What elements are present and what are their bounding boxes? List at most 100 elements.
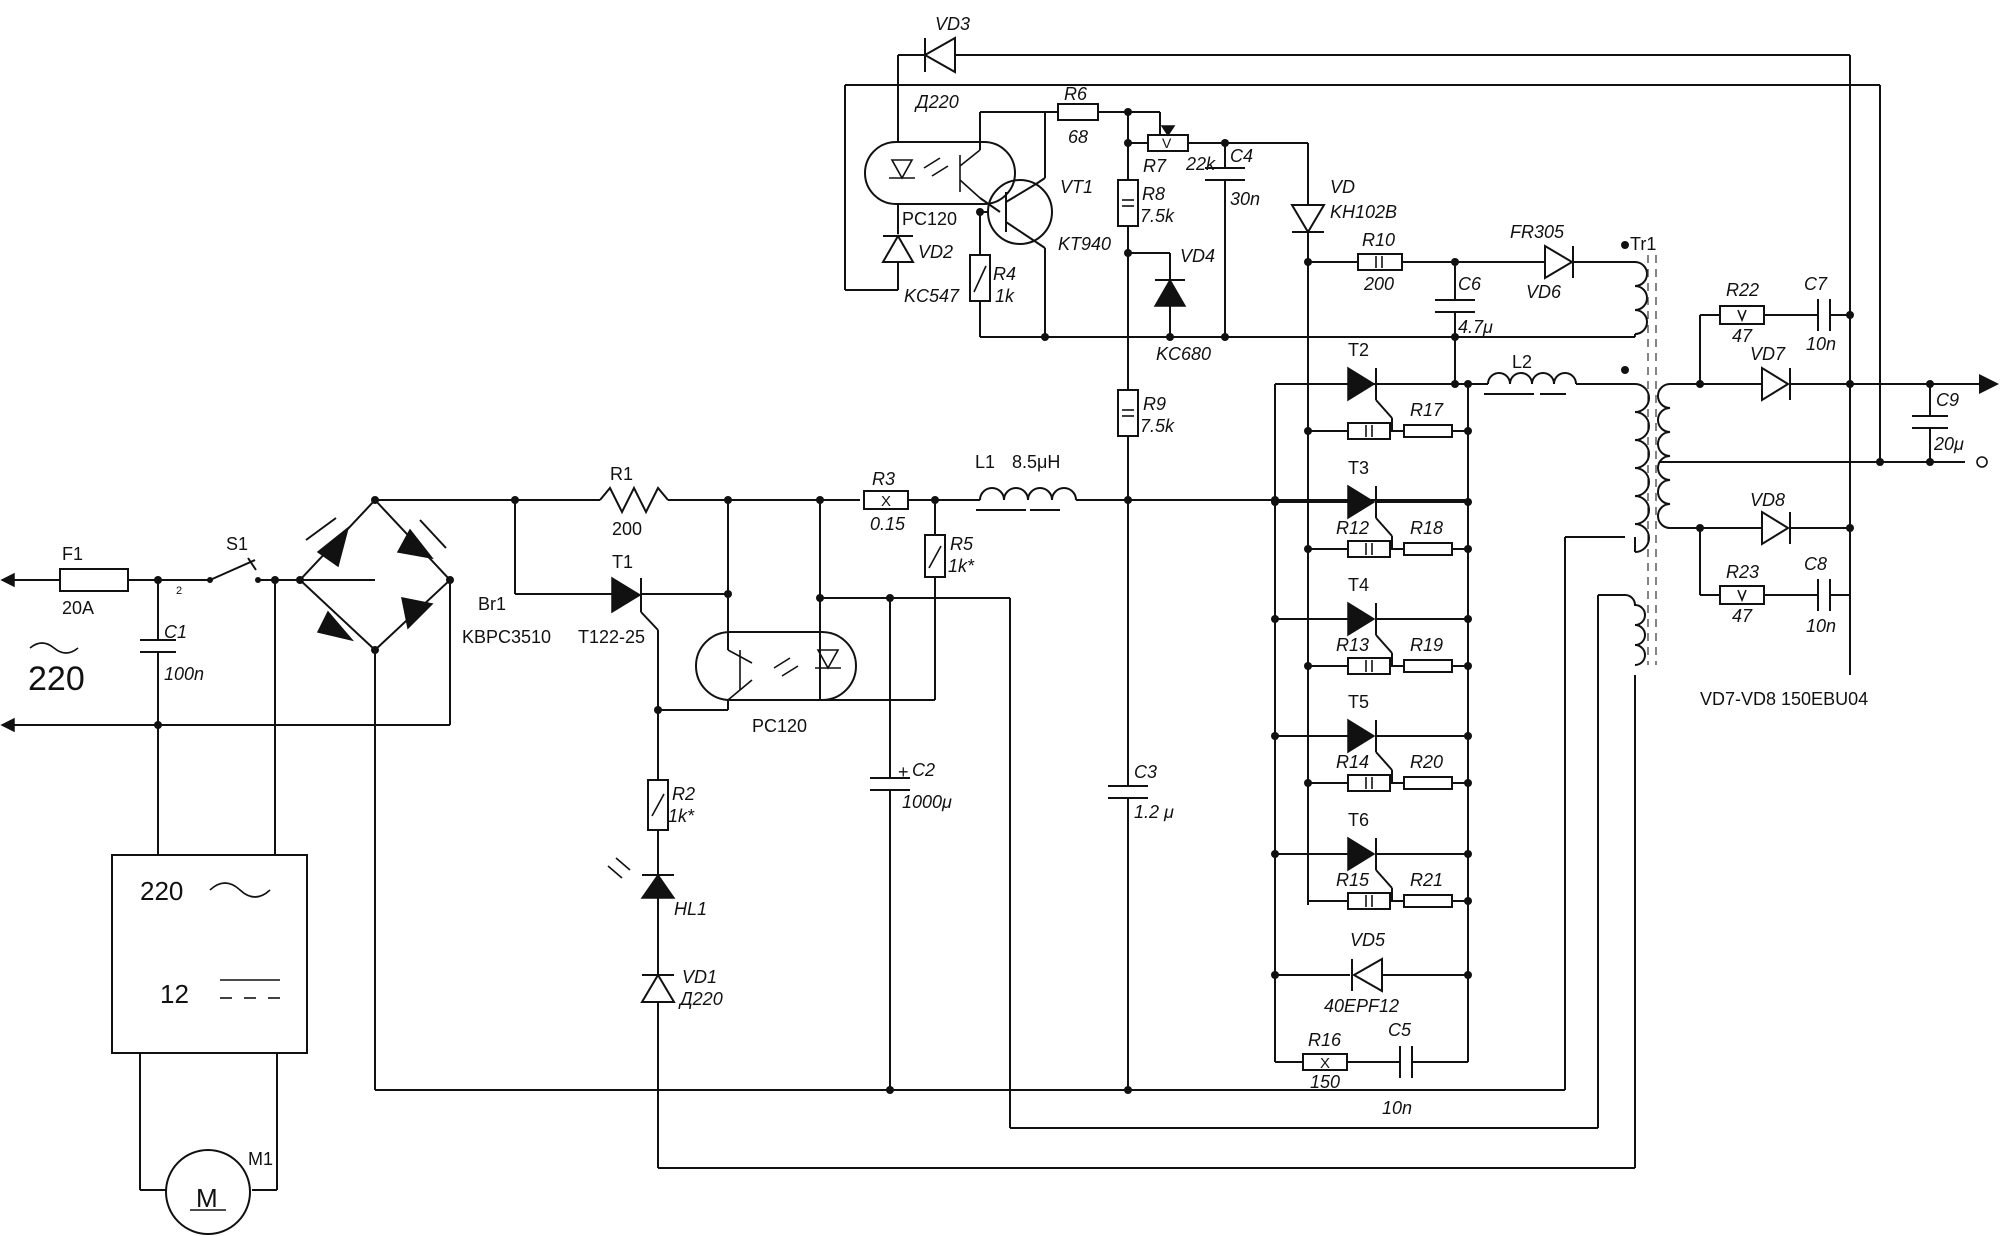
vd7-name: VD7 — [1750, 344, 1786, 364]
c3-name: C3 — [1134, 762, 1157, 782]
capacitor-c1 — [140, 576, 176, 855]
t1-part: T122-25 — [578, 627, 645, 647]
psu-input-voltage: 220 — [140, 876, 183, 906]
resistor-r9 — [1117, 389, 1139, 500]
thyristor-t1 — [514, 500, 732, 710]
r9-value: 7.5k — [1140, 416, 1175, 436]
mains-voltage-label: 220 — [28, 660, 85, 698]
r2-value: 1k* — [668, 806, 695, 826]
vt1-part: KT940 — [1058, 234, 1111, 254]
snubber-r16-c5 — [1275, 1046, 1468, 1078]
vd2-name: VD2 — [918, 242, 953, 262]
c2-value: 1000μ — [902, 792, 952, 812]
c5-value: 10n — [1382, 1098, 1412, 1118]
r4-value: 1k — [995, 286, 1015, 306]
vd1-part: Д220 — [678, 989, 723, 1009]
r18-name: R18 — [1410, 518, 1443, 538]
transformer-tr1 — [1621, 241, 1700, 666]
r22-value: 47 — [1732, 326, 1753, 346]
c4-value: 30n — [1230, 189, 1260, 209]
r4-name: R4 — [993, 264, 1016, 284]
c4-name: C4 — [1230, 146, 1253, 166]
r1-value: 200 — [612, 519, 642, 539]
r7-value: 22k — [1185, 154, 1216, 174]
resistor-r7 — [1124, 112, 1308, 180]
r9-name: R9 — [1143, 394, 1166, 414]
psu-output-voltage: 12 — [160, 979, 189, 1009]
vd8-name: VD8 — [1750, 490, 1785, 510]
t5-name: T5 — [1348, 692, 1369, 712]
r8-value: 7.5k — [1140, 206, 1175, 226]
vd4-name: VD4 — [1180, 246, 1215, 266]
shunt-r3 — [863, 490, 980, 510]
vd6-name: VD6 — [1526, 282, 1562, 302]
r19-name: R19 — [1410, 635, 1443, 655]
c8-name: C8 — [1804, 554, 1827, 574]
r10-value: 200 — [1363, 274, 1394, 294]
fuse-rating: 20A — [62, 598, 94, 618]
r23-name: R23 — [1726, 562, 1759, 582]
psu-12v-box — [111, 576, 308, 1191]
capacitor-c4 — [1205, 143, 1245, 337]
c9-name: C9 — [1936, 390, 1959, 410]
l1-name: L1 — [975, 452, 995, 472]
c1-name: C1 — [164, 622, 187, 642]
bridge-name: Br1 — [478, 594, 506, 614]
output-diodes-note: VD7-VD8 150EBU04 — [1700, 689, 1868, 709]
r16-value: 150 — [1310, 1072, 1340, 1092]
r3-value: 0.15 — [870, 514, 906, 534]
r15-name: R15 — [1336, 870, 1370, 890]
c6-name: C6 — [1458, 274, 1482, 294]
r20-name: R20 — [1410, 752, 1443, 772]
output-snubber-r23-c8 — [1700, 315, 1851, 611]
vd5-part: 40EPF12 — [1324, 996, 1399, 1016]
diode-vd7 — [1700, 366, 1999, 402]
vd6-part: FR305 — [1510, 222, 1565, 242]
zener-vd4 — [1128, 252, 1187, 337]
vd3-name: VD3 — [935, 14, 970, 34]
optocoupler-pc120-bottom — [658, 500, 1010, 711]
r6-name: R6 — [1064, 84, 1088, 104]
transistor-vt1 — [976, 112, 1053, 337]
vd5-name: VD5 — [1350, 930, 1386, 950]
bridge-rectifier-br1 — [296, 496, 454, 1090]
r5-value: 1k* — [948, 556, 975, 576]
diac-vd — [1290, 143, 1326, 905]
thyristor-row-t5 — [1271, 718, 1472, 792]
hl1-name: HL1 — [674, 899, 707, 919]
t2-name: T2 — [1348, 340, 1369, 360]
resistor-r4 — [969, 254, 991, 337]
t4-name: T4 — [1348, 575, 1369, 595]
diode-vd5 — [1271, 957, 1472, 993]
output-snubber-r22-c7 — [1696, 299, 1854, 388]
vd-name: VD — [1330, 177, 1355, 197]
c8-value: 10n — [1806, 616, 1836, 636]
c6-value: 4.7μ — [1458, 317, 1493, 337]
l1-value: 8.5μH — [1012, 452, 1060, 472]
tr1-name: Tr1 — [1630, 234, 1656, 254]
c2-plus: + — [898, 762, 909, 782]
vt1-name: VT1 — [1060, 177, 1093, 197]
r16-name: R16 — [1308, 1030, 1342, 1050]
bridge-part: KBPC3510 — [462, 627, 551, 647]
thyristor-row-t3 — [1271, 484, 1472, 558]
c7-value: 10n — [1806, 334, 1836, 354]
capacitor-c6 — [1435, 262, 1475, 384]
vd4-part: KC680 — [1156, 344, 1211, 364]
switch-pin-label: 2 — [176, 585, 182, 597]
diode-vd6 — [1544, 244, 1635, 280]
r10-name: R10 — [1362, 230, 1395, 250]
l2-name: L2 — [1512, 352, 1532, 372]
r14-name: R14 — [1336, 752, 1369, 772]
c9-value: 20μ — [1933, 434, 1964, 454]
r8-name: R8 — [1142, 184, 1165, 204]
c3-value: 1.2 μ — [1134, 802, 1174, 822]
zener-vd2 — [881, 204, 915, 290]
motor-m1 — [165, 1149, 251, 1235]
c5-name: C5 — [1388, 1020, 1412, 1040]
r22-name: R22 — [1726, 280, 1759, 300]
pc120-top-name: PC120 — [902, 209, 957, 229]
r21-name: R21 — [1410, 870, 1443, 890]
